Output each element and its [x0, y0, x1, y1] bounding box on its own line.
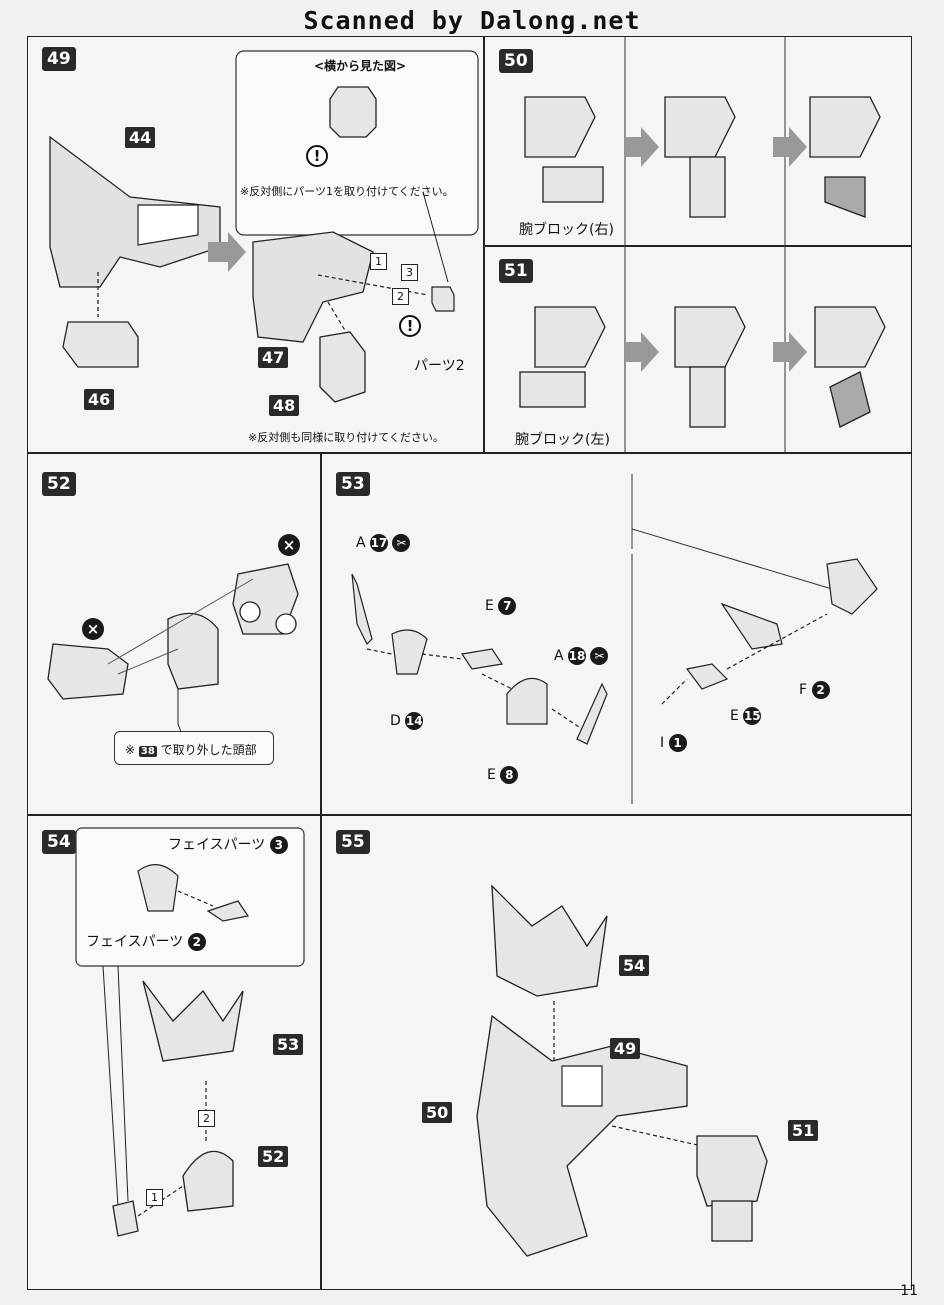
part-e8: E 8: [487, 766, 519, 784]
removed-head-note: ※ 38 で取り外した頭部: [114, 731, 274, 765]
step-52-illustration: [47, 563, 299, 745]
step-number: 51: [499, 259, 533, 283]
part-ref-38: 38: [138, 746, 157, 757]
step-55-panel: 55 54 49 50 51: [321, 815, 912, 1290]
step-number: 53: [336, 472, 370, 496]
order-3: 3: [401, 261, 418, 281]
exclamation-icon: !: [306, 145, 328, 167]
part-ref-47: 47: [258, 347, 289, 368]
step-53-panel: 53 A 17 ✂ E 7 A 18 ✂ D 14 E 8 F 2 E 15 I…: [321, 453, 912, 815]
part-2-label: パーツ2: [414, 358, 465, 374]
part-ref-49: 49: [610, 1038, 641, 1059]
step-52-panel: 52 × × ※ 38 で取り外した頭部: [27, 453, 321, 815]
part-e7: E 7: [485, 597, 517, 615]
order-1: 1: [370, 250, 387, 270]
step-51-panel: 51 腕ブロック(左): [484, 246, 912, 454]
attach-opposite-note: ※反対側にパーツ1を取り付けてください。: [240, 185, 454, 198]
step-49-panel: 49 <横から見た図> ! ※反対側にパーツ1を取り付けてください。 44 46…: [27, 36, 484, 453]
page-number: 11: [900, 1283, 918, 1299]
order-2: 2: [392, 285, 409, 305]
part-ref-51: 51: [788, 1120, 819, 1141]
part-ref-53: 53: [273, 1034, 304, 1055]
order-2: 2: [198, 1107, 215, 1127]
face-part-3: フェイスパーツ 3: [168, 834, 288, 854]
part-ref-46: 46: [84, 389, 115, 410]
part-ref-50: 50: [422, 1102, 453, 1123]
part-i1: I 1: [660, 734, 687, 752]
part-ref-54: 54: [619, 955, 650, 976]
step-number: 54: [42, 830, 76, 854]
step-54-panel: 54 フェイスパーツ 3 フェイスパーツ 2 53 52 2 1: [27, 815, 321, 1290]
right-arm-block-label: 腕ブロック(右): [519, 222, 614, 238]
order-1: 1: [146, 1186, 163, 1206]
nipper-icon: ✂: [392, 534, 411, 552]
step-54-illustration: [75, 827, 305, 1237]
cross-icon: ×: [278, 534, 300, 556]
part-ref-44: 44: [125, 127, 156, 148]
part-ref-48: 48: [269, 395, 300, 416]
part-a18: A 18 ✂: [554, 647, 609, 665]
part-e15: E 15: [730, 707, 762, 725]
step-50-panel: 50 腕ブロック(右): [484, 36, 912, 247]
part-a17: A 17 ✂: [356, 534, 411, 552]
step-number: 55: [336, 830, 370, 854]
note-text: で取り外した頭部: [160, 743, 257, 757]
scan-watermark: Scanned by Dalong.net: [303, 6, 641, 35]
step-51-illustration: [519, 247, 886, 454]
cross-icon: ×: [82, 618, 104, 640]
step-55-illustration: [476, 884, 768, 1257]
left-arm-block-label: 腕ブロック(左): [515, 432, 610, 448]
nipper-icon: ✂: [590, 647, 609, 665]
side-view-title: <横から見た図>: [314, 59, 407, 73]
face-part-2: フェイスパーツ 2: [86, 931, 206, 951]
step-53-illustration: [351, 474, 878, 804]
same-both-sides-note: ※反対側も同様に取り付けてください。: [248, 431, 444, 444]
step-50-illustration: [524, 37, 881, 247]
part-ref-52: 52: [258, 1146, 289, 1167]
part-f2: F 2: [799, 681, 830, 699]
part-d14: D 14: [390, 712, 424, 730]
step-number: 52: [42, 472, 76, 496]
exclamation-icon: !: [399, 315, 421, 337]
step-number: 50: [499, 49, 533, 73]
step-49-illustration: [49, 50, 479, 403]
step-number: 49: [42, 47, 76, 71]
